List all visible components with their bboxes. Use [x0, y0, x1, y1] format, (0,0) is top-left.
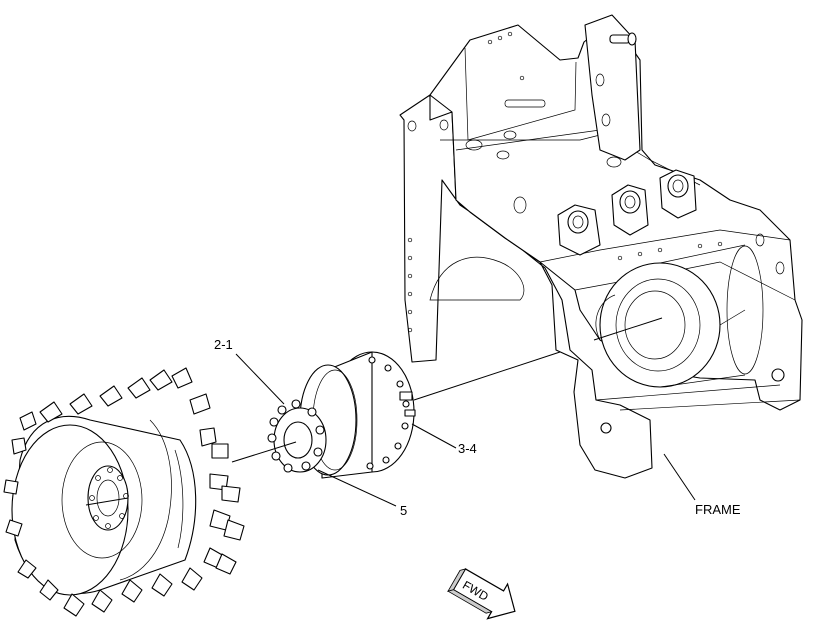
callout-3-4-leader: [411, 423, 457, 449]
callout-3-4: 3-4: [458, 441, 477, 456]
frame-assembly: [399, 14, 803, 479]
motor-bore: [599, 244, 764, 388]
assembly-centerline: [413, 351, 561, 401]
frame-leader: [663, 453, 696, 501]
pivot-bracket: [611, 184, 649, 236]
assembly-centerline-inner: [593, 317, 663, 341]
drum-motor-centerline: [231, 441, 297, 463]
forward-arrow-icon: FWD: [446, 568, 516, 620]
callout-5: 5: [400, 503, 407, 518]
drive-motor: [267, 351, 416, 479]
pivot-bracket: [659, 169, 697, 219]
cutter-teeth: [3, 367, 245, 617]
callout-2-1-leader: [235, 353, 285, 405]
callout-2-1: 2-1: [214, 337, 233, 352]
frame-label: FRAME: [695, 502, 741, 517]
cutter-drum: [3, 367, 245, 617]
drum-centerline: [85, 497, 129, 506]
pivot-bracket: [557, 204, 601, 256]
callout-5-leader: [317, 469, 397, 507]
